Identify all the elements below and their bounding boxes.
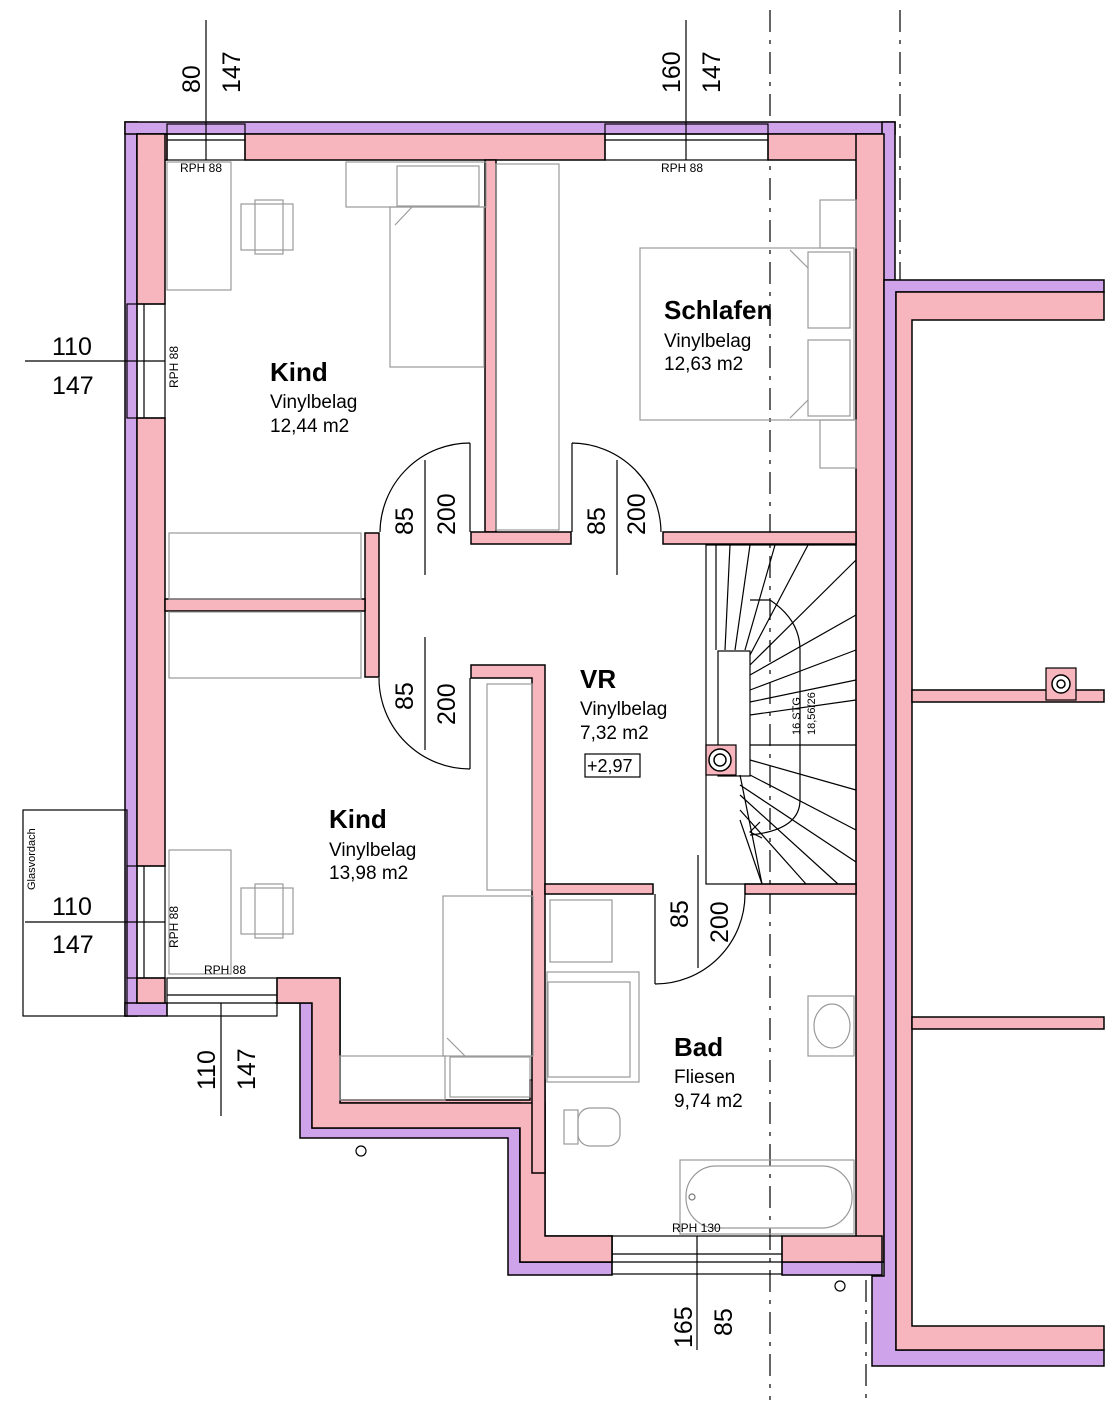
canopy-label: Glasvordach	[26, 828, 38, 890]
room-name-vr: VR	[580, 664, 616, 694]
room-floor-schlafen: Vinylbelag	[664, 331, 751, 352]
room-floor-kind-top: Vinylbelag	[270, 392, 357, 413]
marker-circle	[834, 1280, 846, 1292]
door-width-label: 85	[583, 507, 611, 535]
window-width-label: 110	[52, 333, 92, 361]
door-width-label: 85	[391, 682, 419, 710]
door-swings	[378, 442, 746, 985]
rph-label: RPH 88	[167, 346, 181, 388]
room-floor-kind-bottom: Vinylbelag	[329, 840, 416, 861]
rph-label: RPH 88	[180, 161, 222, 175]
rph-label: RPH 88	[204, 963, 246, 977]
staircase	[705, 544, 857, 885]
window-height-label: 147	[52, 931, 94, 959]
rph-label: RPH 88	[661, 161, 703, 175]
room-name-kind-bottom: Kind	[329, 804, 387, 834]
room-area-bad: 9,74 m2	[674, 1091, 743, 1112]
door-width-label: 85	[666, 900, 694, 928]
room-name-bad: Bad	[674, 1032, 723, 1062]
window-height-label: 147	[698, 51, 726, 93]
room-floor-bad: Fliesen	[674, 1067, 735, 1088]
window-height-label: 85	[710, 1308, 738, 1336]
dimension-lines	[22, 20, 699, 1350]
exterior-walls	[136, 133, 885, 1263]
window-height-label: 147	[52, 372, 94, 400]
furniture	[166, 161, 857, 1235]
level-label: +2,97	[587, 756, 633, 776]
rph-label: RPH 88	[167, 906, 181, 948]
window-height-label: 147	[233, 1048, 261, 1090]
room-area-kind-top: 12,44 m2	[270, 416, 349, 437]
room-area-kind-bottom: 13,98 m2	[329, 863, 408, 884]
window-height-label: 147	[218, 51, 246, 93]
stairs-dimension-label: 18,56/26	[806, 692, 818, 735]
level-box	[584, 753, 641, 778]
room-area-schlafen: 12,63 m2	[664, 354, 743, 375]
window-width-label: 165	[670, 1306, 698, 1348]
window-width-label: 160	[658, 51, 686, 93]
window-width-label: 110	[193, 1050, 221, 1090]
window-width-label: 80	[178, 65, 206, 93]
interior-walls	[164, 159, 857, 1174]
window-width-label: 110	[52, 893, 92, 921]
marker-circle	[355, 1145, 367, 1157]
door-width-label: 85	[391, 507, 419, 535]
door-height-label: 200	[706, 901, 734, 943]
room-name-schlafen: Schlafen	[664, 295, 772, 325]
door-height-label: 200	[433, 493, 461, 535]
door-height-label: 200	[623, 493, 651, 535]
room-name-kind-top: Kind	[270, 357, 328, 387]
neighbour-house	[871, 279, 1105, 1367]
door-height-label: 200	[433, 683, 461, 725]
room-area-vr: 7,32 m2	[580, 723, 649, 744]
rph-label: RPH 130	[672, 1221, 721, 1235]
room-floor-vr: Vinylbelag	[580, 699, 667, 720]
stairs-steps-label: 16 STG	[791, 697, 803, 735]
